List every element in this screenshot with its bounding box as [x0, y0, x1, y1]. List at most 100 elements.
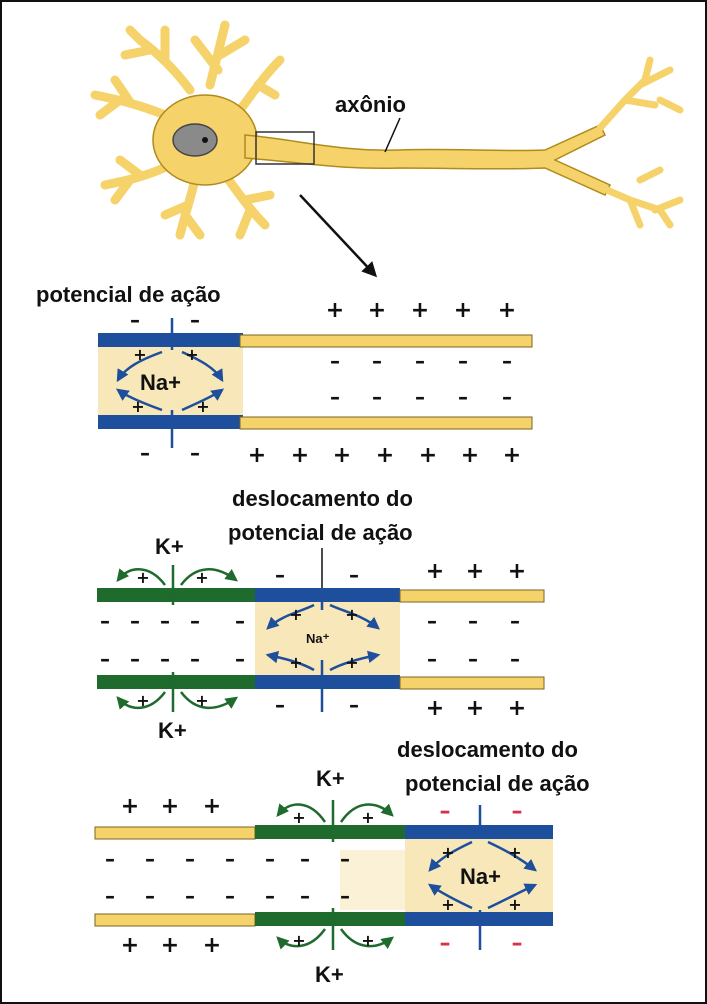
membrane-bottom-yellow — [239, 416, 533, 430]
minus-sign: – — [235, 609, 245, 633]
minus-sign: – — [427, 609, 437, 633]
minus-sign: – — [340, 884, 350, 908]
plus-sign: + — [136, 568, 149, 587]
na-influx-arrow — [427, 883, 473, 910]
minus-sign: – — [372, 385, 382, 409]
k-label-top: K+ — [155, 534, 184, 559]
plus-sign: + — [136, 691, 149, 710]
plus-sign: + — [161, 933, 179, 958]
minus-sign: – — [130, 609, 140, 633]
minus-sign: – — [415, 349, 425, 373]
plus-sign: + — [508, 696, 526, 721]
plus-sign: + — [195, 568, 208, 587]
na-influx-arrow — [265, 650, 315, 672]
plus-sign: + — [121, 933, 139, 958]
membrane-bottom-green — [255, 912, 407, 926]
k-efflux-arrow — [276, 803, 327, 823]
depolarized-region — [405, 838, 553, 918]
membrane-bottom-yellow — [399, 676, 545, 690]
plus-sign: + — [498, 298, 516, 323]
minus-sign: – — [145, 847, 155, 871]
na-influx-arrow — [487, 883, 538, 910]
na-label: Na+ — [140, 370, 181, 395]
plus-sign: + — [203, 794, 221, 819]
k-efflux-arrow — [116, 568, 166, 586]
membrane-top-blue — [98, 333, 243, 347]
depolarized-region — [255, 600, 400, 678]
plus-sign: + — [248, 443, 266, 468]
plus-sign: + — [426, 696, 444, 721]
plus-sign: + — [508, 843, 521, 862]
k-efflux-arrow — [339, 803, 394, 823]
minus-sign: – — [510, 647, 520, 671]
membrane-bottom-blue — [255, 675, 400, 689]
plus-sign: + — [441, 843, 454, 862]
minus-sign: – — [440, 799, 451, 824]
plus-sign: + — [345, 605, 358, 624]
plus-sign: + — [361, 931, 374, 950]
minus-sign: – — [330, 349, 340, 373]
plus-sign: + — [508, 895, 521, 914]
minus-sign: – — [225, 884, 235, 908]
membrane-top-green — [97, 588, 255, 602]
minus-sign: – — [458, 385, 468, 409]
k-label-top: K+ — [316, 766, 345, 791]
minus-sign: – — [512, 799, 523, 824]
membrane-bottom-green — [97, 675, 255, 689]
minus-sign: – — [468, 609, 478, 633]
plus-sign: + — [133, 345, 146, 364]
plus-sign: + — [195, 691, 208, 710]
axon-label-pointer — [384, 117, 401, 153]
minus-sign: – — [160, 647, 170, 671]
minus-sign: – — [300, 884, 310, 908]
minus-sign: – — [349, 693, 359, 717]
k-efflux-arrow — [180, 568, 239, 586]
membrane-top-yellow — [239, 334, 533, 348]
plus-sign: + — [185, 345, 198, 364]
k-efflux-arrow — [180, 691, 239, 710]
plus-sign: + — [333, 443, 351, 468]
minus-sign: – — [100, 647, 110, 671]
minus-sign: – — [160, 609, 170, 633]
plus-sign: + — [291, 443, 309, 468]
axon-label: axônio — [335, 92, 406, 117]
minus-sign: – — [265, 884, 275, 908]
plus-sign: + — [292, 931, 305, 950]
na-influx-arrow — [115, 388, 163, 412]
displacement-2-line-1: deslocamento do — [397, 737, 578, 762]
minus-sign: – — [502, 349, 512, 373]
plus-sign: + — [466, 696, 484, 721]
minus-sign: – — [349, 563, 359, 587]
nucleolus — [202, 137, 208, 143]
minus-sign: – — [468, 647, 478, 671]
axon-terminals — [596, 56, 684, 229]
minus-sign: – — [130, 647, 140, 671]
membrane-top-green — [255, 825, 407, 839]
membrane-bottom-yellow — [94, 913, 256, 927]
minus-sign: – — [145, 884, 155, 908]
plus-sign: + — [289, 605, 302, 624]
na-influx-arrow — [329, 650, 381, 672]
minus-sign: – — [130, 308, 140, 332]
plus-sign: + — [411, 298, 429, 323]
plus-sign: + — [196, 397, 209, 416]
displacement-1-line-2: potencial de ação — [228, 520, 413, 545]
minus-sign: – — [140, 441, 150, 465]
minus-sign: – — [275, 693, 285, 717]
membrane-top-yellow — [399, 589, 545, 603]
minus-sign: – — [502, 385, 512, 409]
k-efflux-arrow — [276, 928, 327, 950]
k-label-bottom: K+ — [158, 718, 187, 743]
minus-sign: – — [185, 884, 195, 908]
minus-sign: – — [300, 847, 310, 871]
minus-sign: – — [415, 385, 425, 409]
panel-displacement-1: deslocamento do potencial de ação K+ K+ … — [97, 486, 545, 743]
minus-sign: – — [105, 847, 115, 871]
minus-sign: – — [512, 931, 523, 956]
na-influx-arrow — [487, 840, 537, 872]
plus-sign: + — [466, 559, 484, 584]
minus-sign: – — [190, 441, 200, 465]
membrane-top-blue — [255, 588, 400, 602]
na-influx-arrow — [329, 603, 380, 630]
